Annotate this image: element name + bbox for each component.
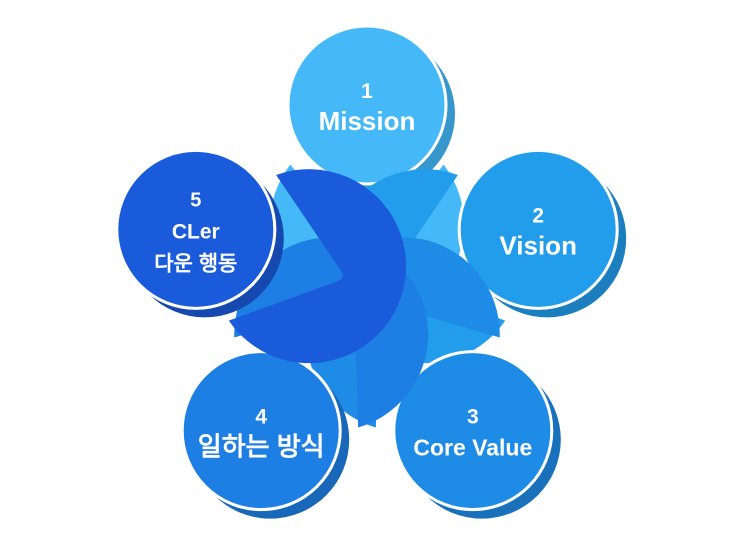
petal-number: 2	[532, 204, 544, 227]
petal-number: 3	[467, 406, 479, 429]
petal-ring	[180, 350, 342, 512]
petal-ring	[286, 24, 448, 186]
petal-label: Mission	[319, 106, 416, 136]
petal-label: CLer	[172, 220, 220, 243]
petal-ring	[115, 148, 277, 310]
petal-label: 다운 행동	[154, 252, 237, 275]
petal-ring	[392, 350, 554, 512]
petal-label: 일하는 방식	[198, 432, 325, 462]
petal-ring	[457, 148, 619, 310]
petal-number: 5	[190, 189, 201, 211]
petal-shape	[228, 169, 407, 364]
petal-number: 1	[361, 80, 373, 103]
petal-label: Core Value	[413, 435, 532, 461]
petal-label: Vision	[499, 230, 577, 260]
petal-number: 4	[255, 406, 267, 429]
